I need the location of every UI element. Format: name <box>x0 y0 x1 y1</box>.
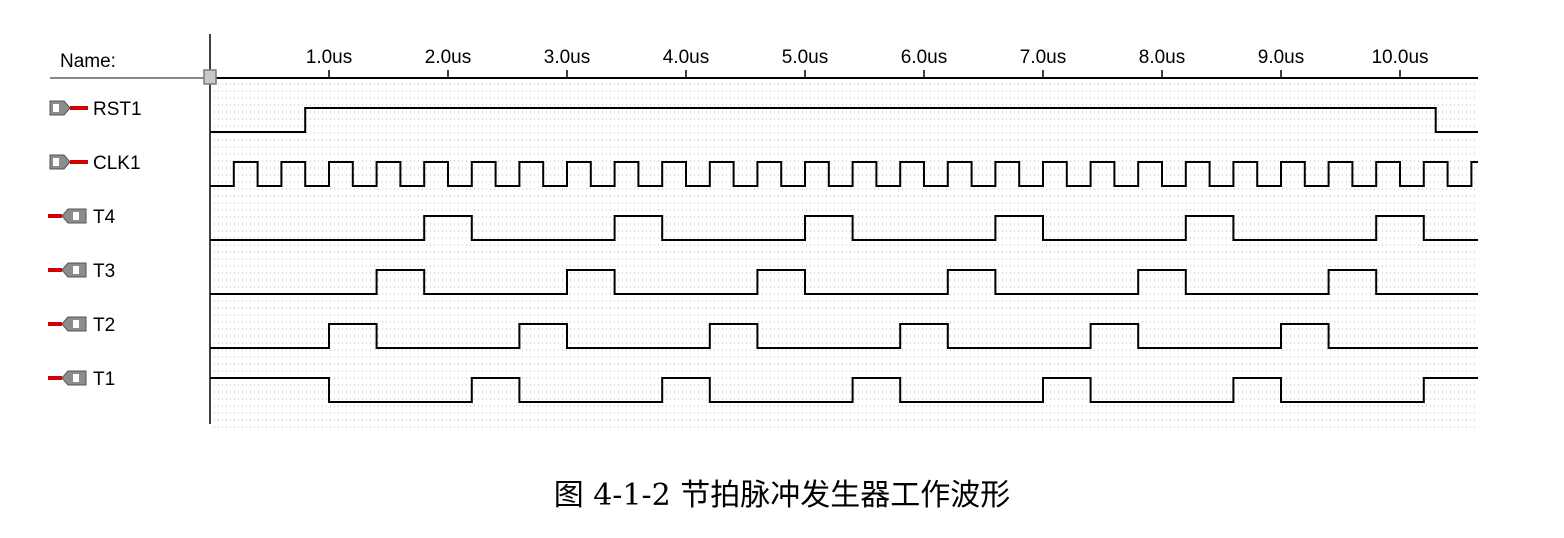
time-tick-label: 3.0us <box>544 47 590 68</box>
signal-label-t3[interactable]: T3 <box>48 261 115 282</box>
time-cursor-handle[interactable] <box>203 69 217 85</box>
time-tick-label: 7.0us <box>1020 47 1066 68</box>
waveform-viewer: Name: 1.0us 2.0us 3.0us 4.0us 5.0us 6.0us 7.0u… <box>48 34 1478 428</box>
time-tick-label: 6.0us <box>901 47 947 68</box>
name-column-header: Name: <box>60 51 116 72</box>
time-tick-label: 10.0us <box>1371 47 1428 68</box>
output-pin-icon <box>48 370 87 386</box>
time-cursor[interactable] <box>203 69 217 85</box>
signal-label-t4[interactable]: T4 <box>48 207 116 228</box>
time-tick-label: 5.0us <box>782 47 828 68</box>
output-pin-icon <box>48 208 87 224</box>
figure-caption: 图 4-1-2 节拍脉冲发生器工作波形 <box>553 478 1011 513</box>
waveform-t4 <box>210 215 1478 241</box>
time-tick-label: 4.0us <box>663 47 709 68</box>
signal-label-rst1[interactable]: RST1 <box>49 99 142 120</box>
signal-name: RST1 <box>93 99 142 120</box>
time-tick-label: 8.0us <box>1139 47 1185 68</box>
output-pin-icon <box>48 316 87 332</box>
waveform-clk1 <box>210 161 1478 187</box>
waveform-t2 <box>210 323 1478 349</box>
time-tick-label: 1.0us <box>306 47 352 68</box>
signal-name: CLK1 <box>93 153 141 174</box>
signal-name: T1 <box>93 369 115 390</box>
waveform-t1 <box>210 377 1478 403</box>
signal-label-t1[interactable]: T1 <box>48 369 115 390</box>
time-axis: 1.0us 2.0us 3.0us 4.0us 5.0us 6.0us 7.0us 8.0us… <box>209 34 1478 424</box>
signal-name: T4 <box>93 207 116 228</box>
signal-name: T3 <box>93 261 115 282</box>
time-tick-label: 2.0us <box>425 47 471 68</box>
time-tick-label: 9.0us <box>1258 47 1304 68</box>
grid-dots <box>214 83 1478 428</box>
output-pin-icon <box>48 262 87 278</box>
waveform-t3 <box>210 269 1478 295</box>
signal-traces <box>210 107 1478 403</box>
signal-name: T2 <box>93 315 115 336</box>
signal-label-t2[interactable]: T2 <box>48 315 115 336</box>
signal-label-clk1[interactable]: CLK1 <box>49 153 141 174</box>
input-pin-icon <box>49 100 88 116</box>
waveform-rst1 <box>210 107 1478 133</box>
input-pin-icon <box>49 154 88 170</box>
